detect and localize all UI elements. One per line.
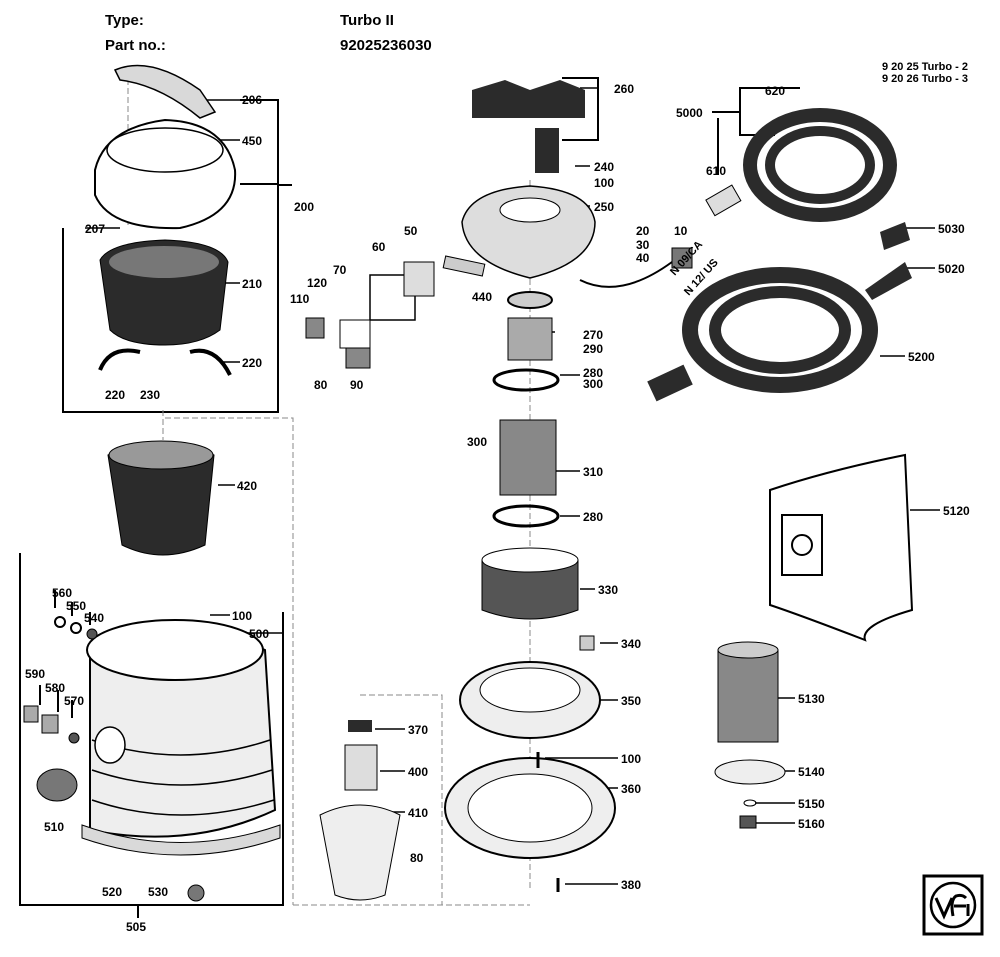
callout-420: 420 [237,479,258,493]
callout-620: 620 [765,84,786,98]
type-label: Type: [105,12,144,29]
callout-370: 370 [408,723,429,737]
callout-80-switch: 80 [314,378,328,392]
callout-200: 200 [294,200,315,214]
callout-530: 530 [148,885,169,899]
callout-5120: 5120 [943,504,970,518]
callout-505: 505 [126,920,147,934]
callout-10: 10 [674,224,688,238]
callout-5030: 5030 [938,222,965,236]
callout-550: 550 [66,599,87,613]
callout-100-tank: 100 [232,609,253,623]
callout-380: 380 [621,878,642,892]
callout-207: 207 [85,222,106,236]
callout-80-float: 80 [410,851,424,865]
callout-440: 440 [472,290,493,304]
variant-turbo-2: 9 20 25 Turbo - 2 [882,61,968,73]
callout-410: 410 [408,806,429,820]
callout-5160: 5160 [798,817,825,831]
callout-280-bottom: 280 [583,510,604,524]
callout-110: 110 [290,292,310,306]
callout-50: 50 [404,224,418,238]
callout-520: 520 [102,885,123,899]
callout-40: 40 [636,251,650,265]
callout-5130: 5130 [798,692,825,706]
callout-400: 400 [408,765,429,779]
callout-290: 290 [583,342,604,356]
callout-500: 500 [249,627,270,641]
callout-20: 20 [636,224,650,238]
type-value: Turbo II [340,12,394,29]
callout-60: 60 [372,240,386,254]
callout-560: 560 [52,586,73,600]
callout-610: 610 [706,164,727,178]
callout-340: 340 [621,637,642,651]
callout-260: 260 [614,82,635,96]
callout-240: 240 [594,160,615,174]
callout-570: 570 [64,694,85,708]
callout-30: 30 [636,238,650,252]
callout-280-top: 280 [583,366,604,380]
callout-270: 270 [583,328,604,342]
callout-206: 206 [242,93,263,107]
callout-580: 580 [45,681,66,695]
callout-220-left: 220 [105,388,126,402]
callout-310: 310 [583,465,604,479]
callout-5200: 5200 [908,350,935,364]
callout-510: 510 [44,820,65,834]
callout-450: 450 [242,134,263,148]
fein-logo-icon [922,874,984,936]
callout-100-housing: 100 [594,176,615,190]
callout-220-right: 220 [242,356,263,370]
callout-540: 540 [84,611,105,625]
callout-5000: 5000 [676,106,703,120]
callout-300-left: 300 [467,435,488,449]
callout-250: 250 [594,200,615,214]
variant-turbo-3: 9 20 26 Turbo - 3 [882,73,968,85]
callout-120: 120 [307,276,328,290]
part-no-value: 92025236030 [340,37,432,54]
part-no-label: Part no.: [105,37,166,54]
callout-5150: 5150 [798,797,825,811]
callout-5140: 5140 [798,765,825,779]
callout-360: 360 [621,782,642,796]
callout-210: 210 [242,277,263,291]
callout-90: 90 [350,378,364,392]
callout-5020: 5020 [938,262,965,276]
callout-230: 230 [140,388,161,402]
callout-300-right: 300 [583,377,604,391]
callout-70: 70 [333,263,347,277]
callout-100-base: 100 [621,752,642,766]
callout-590: 590 [25,667,46,681]
callout-330: 330 [598,583,619,597]
callout-350: 350 [621,694,642,708]
